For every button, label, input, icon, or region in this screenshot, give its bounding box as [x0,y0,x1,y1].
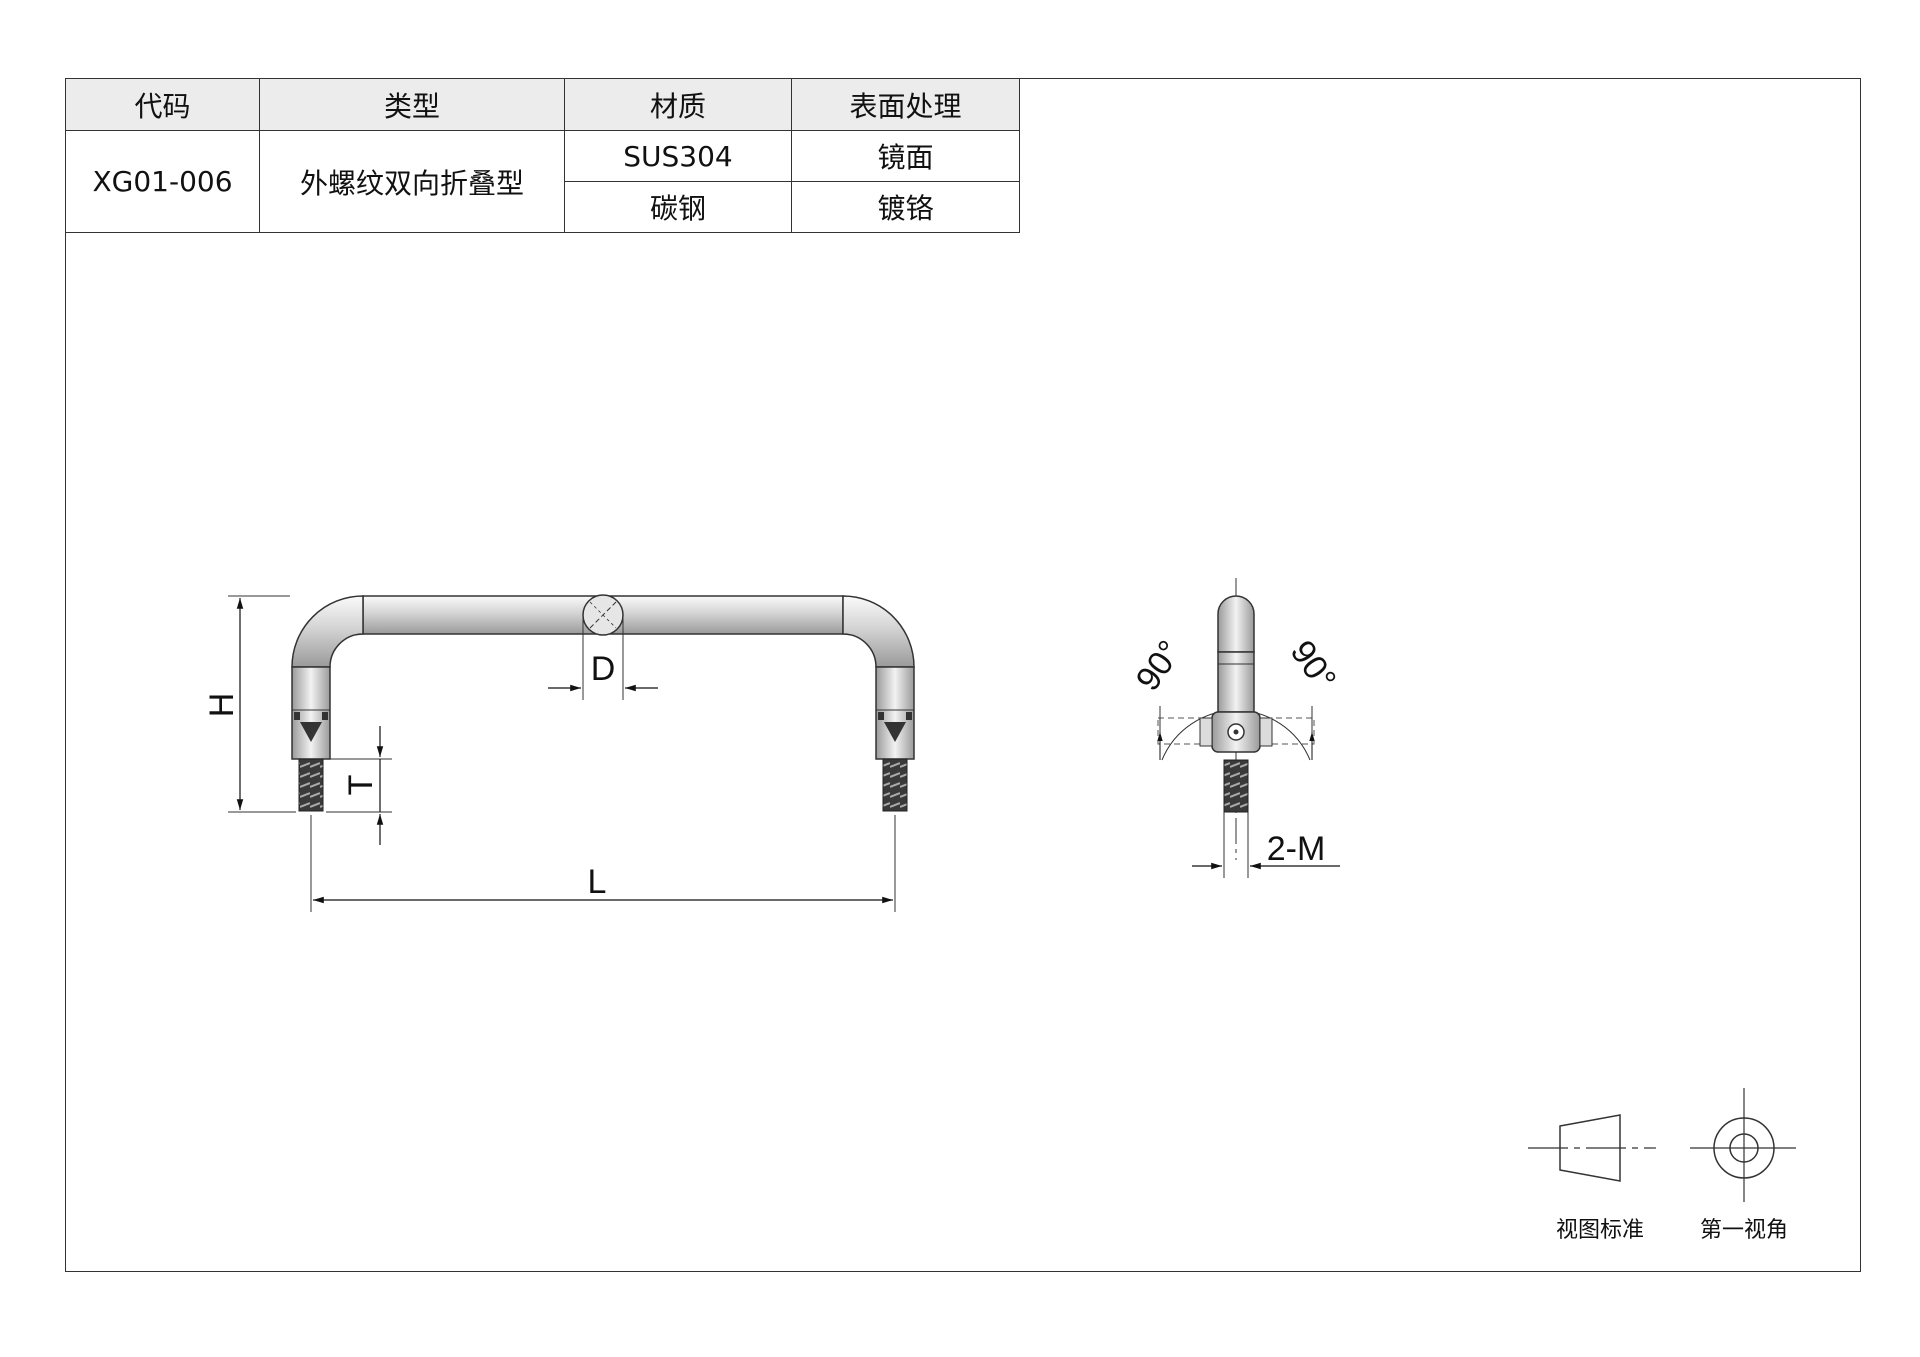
label-angle-left: 90° [1129,634,1190,698]
label-d: D [591,650,616,688]
side-arm-top [1217,595,1255,653]
header-material: 材质 [564,78,792,131]
outer-circle-symbol [1713,1117,1775,1179]
label-h: H [203,693,241,718]
dimension-h: H [203,595,296,813]
side-arm-body [1217,651,1255,713]
label-t: T [342,775,380,796]
label-l: L [588,863,607,901]
dimension-m: 2-M [1192,812,1340,878]
header-type: 类型 [259,78,565,131]
spec-row: XG01-006 外螺纹双向折叠型 SUS304 镜面 [65,130,1020,233]
handle-side-view: 90° 90° [1129,578,1344,860]
label-angle-right: 90° [1283,634,1344,698]
header-finish: 表面处理 [791,78,1020,131]
dimension-l: L [310,815,896,912]
spec-row: 碳钢 镀铬 [66,181,1020,233]
label-m: 2-M [1267,830,1326,868]
cell-finish: 镀铬 [791,181,1020,233]
view-standard-label: 视图标准 [1556,1218,1645,1243]
left-thread [298,758,324,812]
cell-material: 碳钢 [564,181,792,233]
spec-table: 代码 类型 材质 表面处理 XG01-006 外螺纹双向折叠型 SUS304 镜… [65,78,1020,233]
left-bend [291,595,364,668]
cone-symbol [1559,1114,1621,1182]
cell-finish: 镜面 [791,130,1020,182]
projection-symbol [1528,1088,1796,1202]
right-thread [882,758,908,812]
right-bend [842,595,915,668]
cell-material: SUS304 [564,130,792,182]
dimension-t: T [326,726,392,845]
inner-circle-symbol [1729,1133,1759,1163]
handle-front-view [291,594,915,812]
cell-code: XG01-006 [65,130,260,233]
first-angle-label: 第一视角 [1700,1218,1789,1243]
side-thread [1223,759,1249,813]
dimension-d: D [548,616,658,700]
spec-header-row: 代码 类型 材质 表面处理 [65,78,1020,131]
left-hinge-mark [300,722,322,742]
right-hinge-mark [884,722,906,742]
